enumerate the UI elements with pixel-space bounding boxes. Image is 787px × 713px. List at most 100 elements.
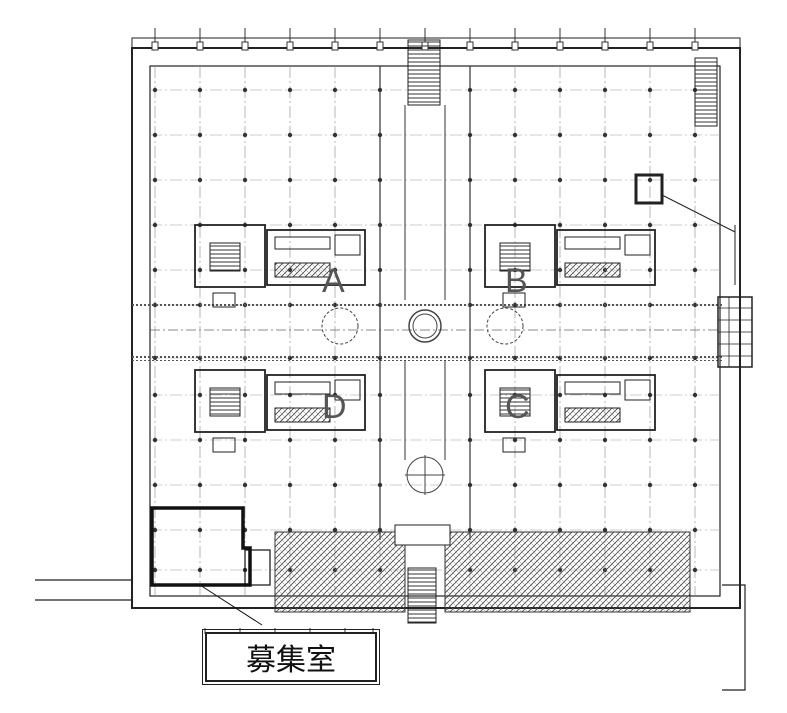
column [197,177,203,183]
column-tick [331,41,339,51]
column [692,437,698,443]
column [197,567,203,573]
core-label-d: D [322,388,347,426]
recruitment-room-label: 募集室 [202,629,380,685]
column [332,132,338,138]
corridor-bands [132,302,722,361]
column [692,482,698,488]
bottom-ticks [204,628,374,634]
stair-bottom [407,567,437,624]
column [152,132,158,138]
column [512,87,518,93]
central-atrium [379,66,471,540]
column [152,482,158,488]
column-tick [376,41,384,51]
column-tick [601,41,609,51]
column [692,567,698,573]
core [194,224,366,308]
escalator-right [694,57,718,127]
column [197,87,203,93]
column [287,527,293,533]
column [692,267,698,273]
column [557,482,563,488]
column [647,222,653,228]
core [194,369,366,453]
column [197,392,203,398]
core [484,224,656,308]
column [512,132,518,138]
column [602,392,608,398]
atrium-circles [321,307,524,495]
column [242,482,248,488]
column [332,177,338,183]
hatched-terrace [274,524,691,613]
column [197,437,203,443]
column [152,527,158,533]
column [647,177,653,183]
column [332,527,338,533]
column [512,482,518,488]
column [647,527,653,533]
column-tick [466,41,474,51]
column [647,87,653,93]
column [602,527,608,533]
column [242,87,248,93]
column [287,132,293,138]
column [692,132,698,138]
column [287,177,293,183]
column-tick [511,41,519,51]
column [152,222,158,228]
column [557,392,563,398]
column [332,87,338,93]
column [692,392,698,398]
column [152,567,158,573]
column-tick [646,41,654,51]
column [152,87,158,93]
structural-grid [150,66,720,596]
column [287,222,293,228]
column [287,482,293,488]
column [647,482,653,488]
column [332,267,338,273]
column-tick [286,41,294,51]
column [647,437,653,443]
column [242,267,248,273]
column-tick [691,41,699,51]
column [287,437,293,443]
column [557,132,563,138]
column [197,132,203,138]
elevator-cores [194,224,656,453]
right-stair-tower [634,173,753,368]
column [152,437,158,443]
core-label-c: C [505,388,530,426]
column [152,267,158,273]
core-label-b: B [505,262,528,300]
column [242,392,248,398]
column [602,177,608,183]
column [557,87,563,93]
column [602,132,608,138]
column [287,87,293,93]
column [512,177,518,183]
column-tick [556,41,564,51]
column [197,482,203,488]
column [152,177,158,183]
column [557,177,563,183]
core-label-a: A [322,262,345,300]
column [197,527,203,533]
column [287,392,293,398]
column [692,527,698,533]
column [557,437,563,443]
column [692,177,698,183]
core [484,369,656,453]
column [242,132,248,138]
column [692,222,698,228]
column [242,177,248,183]
escalator-top [407,39,441,106]
column [602,437,608,443]
column [602,482,608,488]
column [512,527,518,533]
column [602,87,608,93]
column-tick [241,41,249,51]
